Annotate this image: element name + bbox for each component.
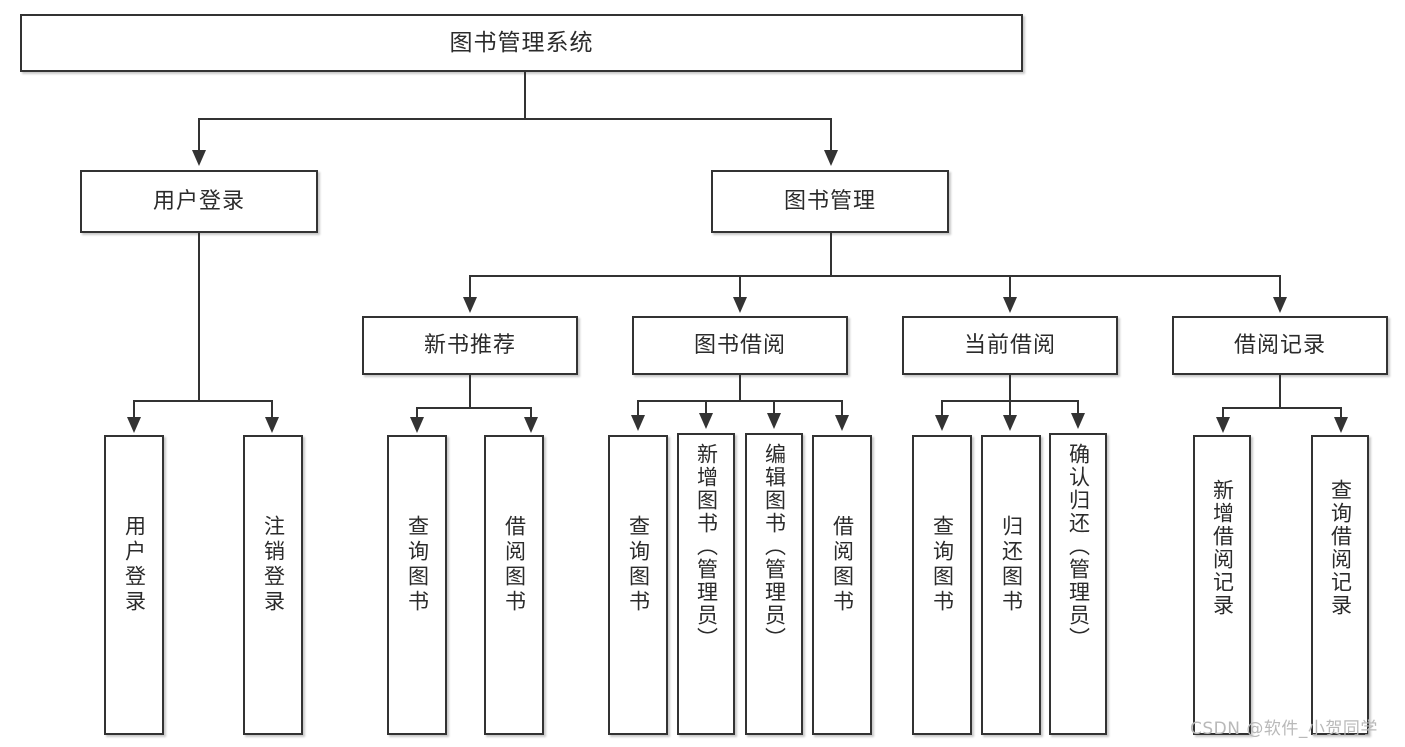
edge-bm-to-current-borrow	[1009, 275, 1011, 299]
edge-book-management-bus	[469, 275, 1281, 277]
leaf-label: 用户登录	[122, 515, 147, 615]
node-current-borrow[interactable]: 当前借阅	[902, 316, 1118, 375]
leaf-label: 借阅图书	[502, 515, 527, 615]
edge-root-stem	[524, 72, 526, 118]
node-label: 当前借阅	[963, 332, 1056, 358]
edge-borrow-record-bus	[1222, 407, 1342, 409]
node-label: 图书借阅	[693, 332, 786, 358]
leaf-label: 查询图书	[626, 515, 651, 615]
leaf-label: 借阅图书	[830, 515, 855, 615]
leaf-label: 新增图书（管理员）	[694, 443, 719, 650]
arrow-icon-bm-borrow-record	[1273, 297, 1287, 313]
arrow-icon-br-leaf-2	[1334, 417, 1348, 433]
edge-br-to-leaf-1	[1222, 407, 1224, 419]
edge-book-borrow-stem	[739, 375, 741, 400]
arrow-icon-cb-leaf-2	[1003, 415, 1017, 431]
leaf-borrow-book-2[interactable]: 借阅图书	[812, 435, 872, 735]
leaf-add-book[interactable]: 新增图书（管理员）	[677, 433, 735, 735]
edge-bb-to-leaf-2	[705, 400, 707, 417]
arrow-icon-nbr-leaf-2	[524, 417, 538, 433]
edge-borrow-record-stem	[1279, 375, 1281, 407]
edge-bb-to-leaf-4	[841, 400, 843, 417]
arrow-icon-cb-leaf-1	[935, 415, 949, 431]
edge-user-login-bus	[133, 400, 273, 402]
arrow-icon-bb-leaf-4	[835, 415, 849, 431]
node-root-book-management-system[interactable]: 图书管理系统	[20, 14, 1023, 72]
node-user-login[interactable]: 用户登录	[80, 170, 318, 233]
arrow-icon-bb-leaf-3	[767, 413, 781, 429]
leaf-label: 确认归还（管理员）	[1066, 443, 1091, 650]
edge-bm-to-book-borrow	[739, 275, 741, 299]
leaf-edit-book[interactable]: 编辑图书（管理员）	[745, 433, 803, 735]
edge-bm-to-borrow-record	[1279, 275, 1281, 299]
edge-root-to-book-management	[830, 118, 832, 152]
arrow-icon-br-leaf-1	[1216, 417, 1230, 433]
leaf-borrow-book-1[interactable]: 借阅图书	[484, 435, 544, 735]
arrow-icon-user-login-leaf-1	[127, 417, 141, 433]
node-label: 用户登录	[152, 188, 245, 214]
arrow-icon-user-login-leaf-2	[265, 417, 279, 433]
leaf-query-book-1[interactable]: 查询图书	[387, 435, 447, 735]
arrow-icon-bm-current-borrow	[1003, 297, 1017, 313]
leaf-query-book-2[interactable]: 查询图书	[608, 435, 668, 735]
edge-cb-to-leaf-2	[1009, 400, 1011, 417]
edge-root-bus	[198, 118, 832, 120]
arrow-icon-root-to-book-management	[824, 150, 838, 166]
edge-user-login-stem	[198, 233, 200, 400]
edge-cb-to-leaf-3	[1077, 400, 1079, 417]
arrow-icon-bb-leaf-2	[699, 413, 713, 429]
leaf-query-record[interactable]: 查询借阅记录	[1311, 435, 1369, 735]
edge-new-book-recommend-stem	[469, 375, 471, 407]
edge-current-borrow-stem	[1009, 375, 1011, 400]
edge-book-management-stem	[830, 233, 832, 275]
arrow-icon-nbr-leaf-1	[410, 417, 424, 433]
edge-bb-to-leaf-3	[773, 400, 775, 417]
leaf-return-book[interactable]: 归还图书	[981, 435, 1041, 735]
leaf-label: 查询图书	[930, 515, 955, 615]
node-label: 图书管理	[783, 188, 876, 214]
arrow-icon-bm-new-book-recommend	[463, 297, 477, 313]
edge-cb-to-leaf-1	[941, 400, 943, 417]
node-label: 新书推荐	[423, 332, 516, 358]
arrow-icon-bb-leaf-1	[631, 415, 645, 431]
leaf-label: 归还图书	[999, 515, 1024, 615]
edge-new-book-recommend-bus	[416, 407, 532, 409]
node-label: 图书管理系统	[449, 29, 594, 56]
leaf-confirm-return[interactable]: 确认归还（管理员）	[1049, 433, 1107, 735]
leaf-label: 查询图书	[405, 515, 430, 615]
node-borrow-record[interactable]: 借阅记录	[1172, 316, 1388, 375]
arrow-icon-root-to-user-login	[192, 150, 206, 166]
edge-nbr-to-leaf-1	[416, 407, 418, 419]
edge-user-login-to-leaf-2	[271, 400, 273, 419]
csdn-watermark: CSDN @软件_小贺同学	[1190, 719, 1378, 739]
leaf-label: 注销登录	[261, 515, 286, 615]
edge-bm-to-new-book-recommend	[469, 275, 471, 299]
edge-bb-to-leaf-1	[637, 400, 639, 417]
edge-book-borrow-bus	[637, 400, 843, 402]
leaf-query-book-3[interactable]: 查询图书	[912, 435, 972, 735]
leaf-label: 查询借阅记录	[1328, 479, 1353, 617]
node-book-borrow[interactable]: 图书借阅	[632, 316, 848, 375]
node-label: 借阅记录	[1233, 332, 1326, 358]
leaf-label: 编辑图书（管理员）	[762, 443, 787, 650]
edge-nbr-to-leaf-2	[530, 407, 532, 419]
edge-root-to-user-login	[198, 118, 200, 152]
edge-br-to-leaf-2	[1340, 407, 1342, 419]
arrow-icon-bm-book-borrow	[733, 297, 747, 313]
node-book-management[interactable]: 图书管理	[711, 170, 949, 233]
leaf-user-login[interactable]: 用户登录	[104, 435, 164, 735]
leaf-add-record[interactable]: 新增借阅记录	[1193, 435, 1251, 735]
leaf-logout-login[interactable]: 注销登录	[243, 435, 303, 735]
leaf-label: 新增借阅记录	[1210, 479, 1235, 617]
node-new-book-recommend[interactable]: 新书推荐	[362, 316, 578, 375]
edge-user-login-to-leaf-1	[133, 400, 135, 419]
arrow-icon-cb-leaf-3	[1071, 413, 1085, 429]
